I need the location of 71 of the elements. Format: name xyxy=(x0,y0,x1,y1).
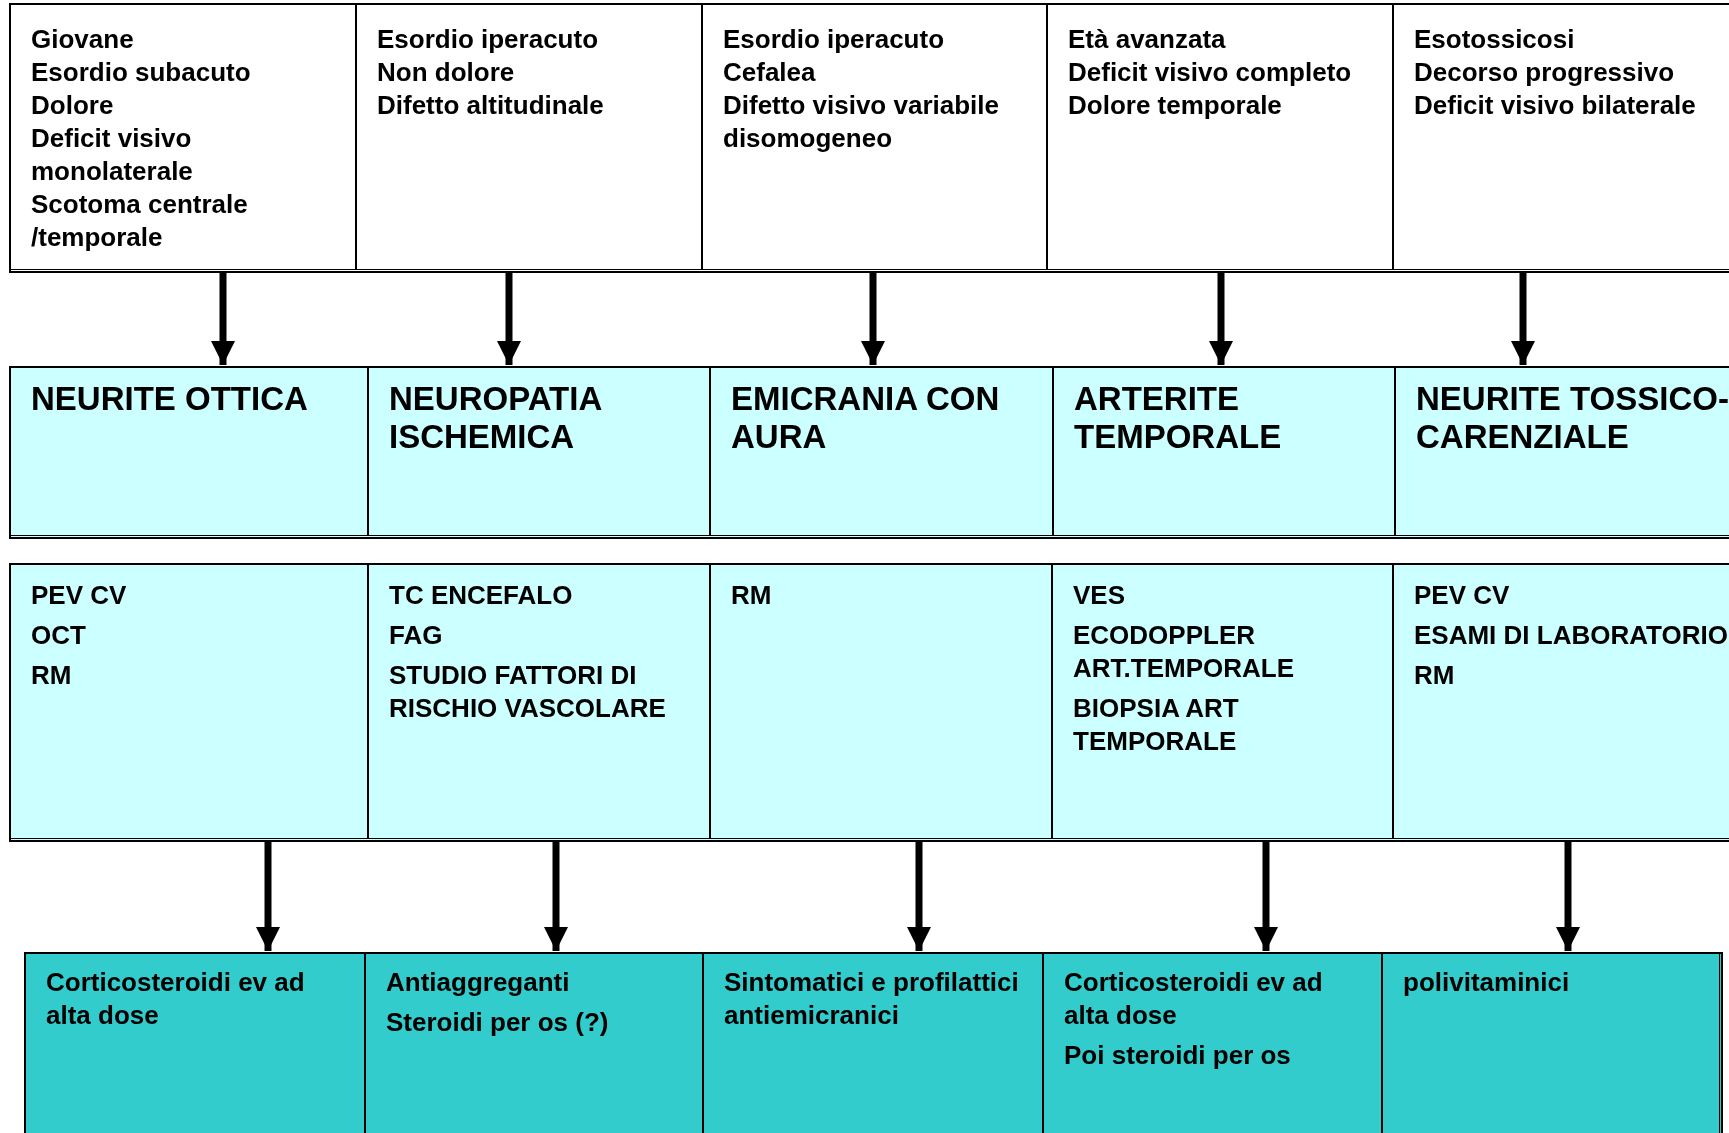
exam-cell xyxy=(1393,564,1729,839)
symptom-text: Giovane xyxy=(31,23,135,56)
therapy-text: Corticosteroidi ev ad alta dose xyxy=(46,966,306,1032)
symptom-text: Esordio iperacuto xyxy=(723,23,946,56)
therapy-text: Poi steroidi per os xyxy=(1064,1039,1292,1072)
symptom-text: Esordio subacuto xyxy=(31,56,252,89)
exam-cell xyxy=(10,564,368,839)
symptom-text: Deficit visivo monolaterale xyxy=(31,122,194,188)
diagnosis-cell xyxy=(368,367,710,536)
symptom-cell xyxy=(1393,4,1729,270)
diagnosis-cell xyxy=(710,367,1053,536)
therapy-cell xyxy=(703,953,1043,1133)
therapy-cell xyxy=(1043,953,1382,1133)
exam-text: RM xyxy=(31,659,73,692)
symptom-text: Non dolore xyxy=(377,56,516,89)
symptom-text: Difetto altitudinale xyxy=(377,89,605,122)
arrow xyxy=(211,272,235,365)
arrow xyxy=(907,841,931,951)
diagnosis-heading: NEURITE TOSSICO- CARENZIALE xyxy=(1416,380,1729,456)
exam-text: ESAMI DI LABORATORIO xyxy=(1414,619,1729,652)
diagnosis-cell xyxy=(10,367,368,536)
exam-text: FAG xyxy=(389,619,444,652)
diagnosis-heading: ARTERITE TEMPORALE xyxy=(1074,380,1283,456)
symptom-text: Dolore temporale xyxy=(1068,89,1283,122)
therapy-text: Corticosteroidi ev ad alta dose xyxy=(1064,966,1324,1032)
arrow xyxy=(497,272,521,365)
arrow xyxy=(861,272,885,365)
exam-text: TC ENCEFALO xyxy=(389,579,574,612)
arrow xyxy=(1254,841,1278,951)
arrow xyxy=(1556,841,1580,951)
arrow xyxy=(544,841,568,951)
therapy-text: Sintomatici e profilattici antiemicranici xyxy=(724,966,1020,1032)
exam-cell xyxy=(1052,564,1393,839)
therapy-text: Antiaggreganti xyxy=(386,966,571,999)
symptom-cell xyxy=(1047,4,1393,270)
exam-text: PEV CV xyxy=(31,579,128,612)
therapy-cell xyxy=(1382,953,1720,1133)
arrow xyxy=(256,841,280,951)
symptom-text: Scotoma centrale /temporale xyxy=(31,188,249,254)
therapy-cell xyxy=(365,953,703,1133)
symptom-text: Decorso progressivo xyxy=(1414,56,1676,89)
diagnosis-heading: EMICRANIA CON AURA xyxy=(731,380,1001,456)
symptom-text: Esotossicosi xyxy=(1414,23,1576,56)
exam-text: RM xyxy=(1414,659,1456,692)
exam-cell xyxy=(368,564,710,839)
exam-text: STUDIO FATTORI DI RISCHIO VASCOLARE xyxy=(389,659,667,725)
diagnosis-cell xyxy=(1395,367,1729,536)
symptom-text: Cefalea xyxy=(723,56,817,89)
exam-text: RM xyxy=(731,579,773,612)
symptom-text: Dolore xyxy=(31,89,115,122)
symptom-text: Deficit visivo completo xyxy=(1068,56,1353,89)
exam-text: ECODOPPLER ART.TEMPORALE xyxy=(1073,619,1295,685)
exam-text: BIOPSIA ART TEMPORALE xyxy=(1073,692,1240,758)
arrow xyxy=(1209,272,1233,365)
symptom-cell xyxy=(356,4,702,270)
symptom-cell xyxy=(702,4,1047,270)
symptom-cell xyxy=(10,4,356,270)
diagnosis-heading: NEURITE OTTICA xyxy=(31,380,309,418)
exam-text: VES xyxy=(1073,579,1127,612)
exam-cell xyxy=(710,564,1052,839)
symptom-text: Difetto visivo variabile disomogeneo xyxy=(723,89,1000,155)
exam-text: PEV CV xyxy=(1414,579,1511,612)
symptom-text: Esordio iperacuto xyxy=(377,23,600,56)
exam-text: OCT xyxy=(31,619,87,652)
symptom-text: Età avanzata xyxy=(1068,23,1227,56)
arrow xyxy=(1511,272,1535,365)
therapy-text: Steroidi per os (?) xyxy=(386,1006,610,1039)
diagnosis-heading: NEUROPATIA ISCHEMICA xyxy=(389,380,603,456)
therapy-text: polivitaminici xyxy=(1403,966,1571,999)
diagnosis-cell xyxy=(1053,367,1395,536)
symptom-text: Deficit visivo bilaterale xyxy=(1414,89,1697,122)
